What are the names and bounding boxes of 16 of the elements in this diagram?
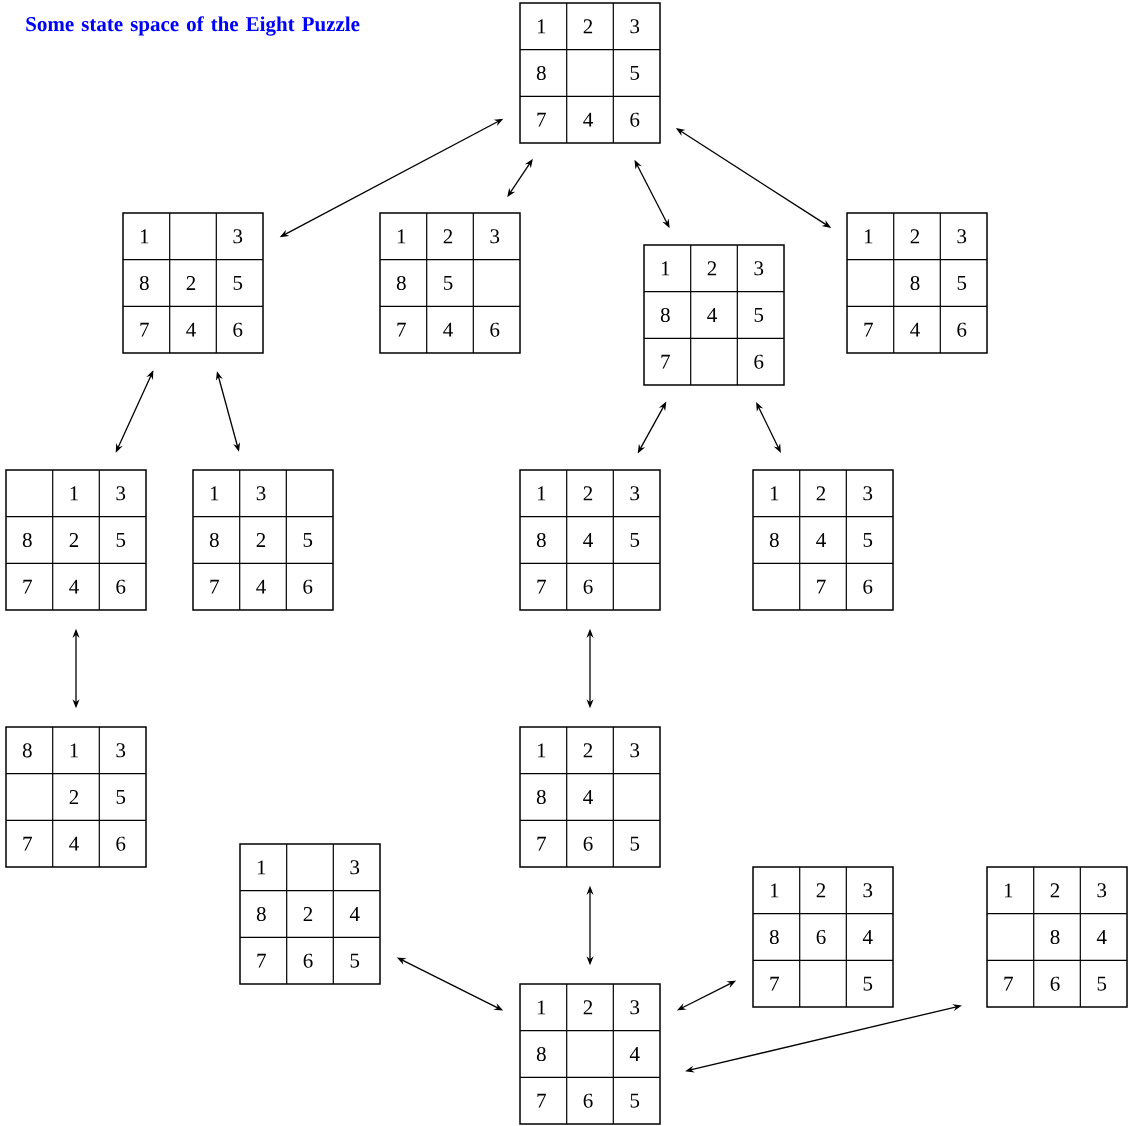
puzzle-grid: 1 3 8 2 5 7 4 6	[192, 469, 334, 611]
puzzle-grid: 8 1 3 2 5 7 4 6	[5, 726, 147, 868]
puzzle-grid: 1 2 3 8 6 4 7 5	[752, 866, 894, 1008]
puzzle-grid: 1 2 3 8 4 5 7 6	[519, 469, 661, 611]
puzzle-grid: 1 2 3 8 5 7 4 6	[846, 212, 988, 354]
puzzle-grid: 1 2 3 8 5 7 4 6	[519, 2, 661, 144]
puzzle-grid: 1 2 3 8 4 5 7 6	[752, 469, 894, 611]
title: Some state space of the Eight Puzzle	[26, 16, 360, 36]
puzzle-grid: 1 2 3 8 4 7 6 5	[986, 866, 1128, 1008]
puzzle-grid: 1 2 3 8 5 7 4 6	[379, 212, 521, 354]
puzzle-grid: 1 2 3 8 4 7 6 5	[519, 983, 661, 1125]
puzzle-grid: 1 2 3 8 4 7 6 5	[519, 726, 661, 868]
puzzle-grid: 1 3 8 2 4 7 6 5	[239, 843, 381, 985]
puzzle-grid: 1 3 8 2 5 7 4 6	[122, 212, 264, 354]
puzzle-grid: 1 3 8 2 5 7 4 6	[5, 469, 147, 611]
puzzle-grid: 1 2 3 8 4 5 7 6	[643, 244, 785, 386]
